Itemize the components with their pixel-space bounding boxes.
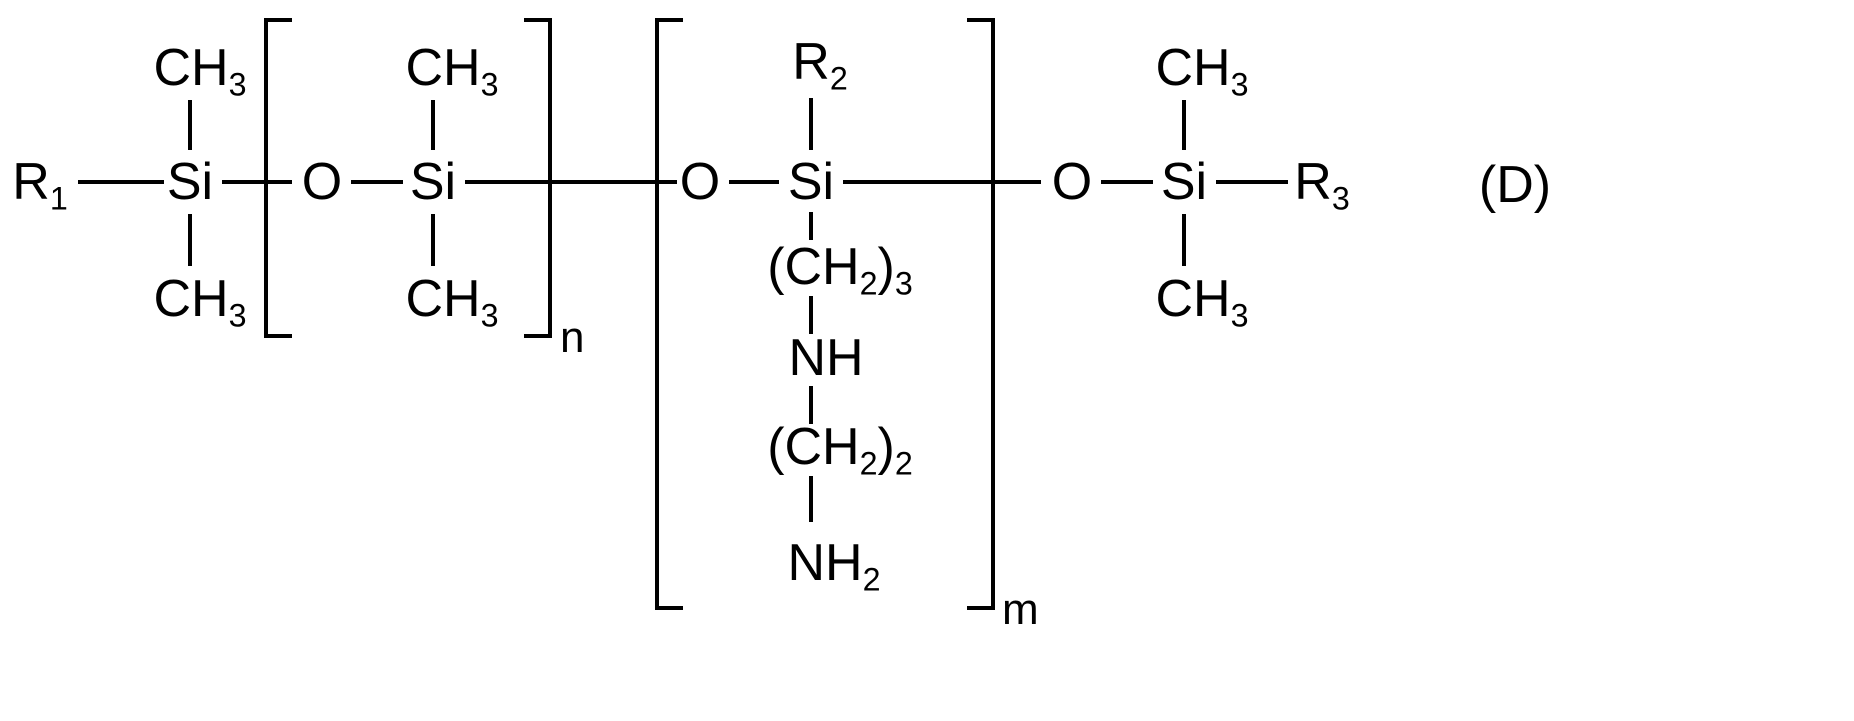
substituent-r1-label: R1 <box>12 153 68 217</box>
substituent-r2-label: R2 <box>792 33 848 97</box>
bond-si1-ch3-bottom <box>188 214 192 266</box>
atom-si-1: Si <box>166 153 214 211</box>
bond-si3-propyl <box>809 212 813 240</box>
atom-ch3-bottom-2: CH3 <box>405 270 499 334</box>
repeat-subscript-n: n <box>560 313 585 362</box>
bond-nh-ethyl <box>809 386 813 424</box>
atom-propylene-group: (CH2)3 <box>767 238 913 302</box>
atom-ethylene-group: (CH2)2 <box>767 418 913 482</box>
bond-si2-ch3-bottom <box>431 214 435 266</box>
formula-tag-label: (D) <box>1478 156 1552 214</box>
bond-si4-ch3-bottom <box>1182 214 1186 266</box>
atom-o-3: O <box>1051 153 1093 211</box>
bond-o1-si2 <box>351 180 403 184</box>
bracket-n-right <box>524 18 552 338</box>
bond-si3-r2 <box>809 98 813 150</box>
atom-si-2: Si <box>409 153 457 211</box>
atom-nh-secondary-amine: NH <box>788 329 864 387</box>
bond-si1-o1 <box>222 180 292 184</box>
atom-si-3: Si <box>787 153 835 211</box>
atom-ch3-top-2: CH3 <box>405 39 499 103</box>
bond-si2-ch3-top <box>431 100 435 150</box>
atom-o-1: O <box>301 153 343 211</box>
atom-ch3-bottom-1: CH3 <box>153 270 247 334</box>
bracket-n-left <box>264 18 292 338</box>
bond-o2-si3 <box>729 180 779 184</box>
bond-propyl-nh <box>809 296 813 334</box>
bond-si4-r3 <box>1216 180 1288 184</box>
atom-ch3-top-1: CH3 <box>153 39 247 103</box>
atom-nh2-terminal-amine: NH2 <box>787 534 881 598</box>
substituent-r3-label: R3 <box>1294 153 1350 217</box>
bracket-m-right <box>967 18 995 610</box>
bond-o3-si4 <box>1101 180 1153 184</box>
bond-r1-si1 <box>78 180 164 184</box>
repeat-subscript-m: m <box>1002 585 1039 634</box>
atom-ch3-bottom-4: CH3 <box>1155 270 1249 334</box>
atom-ch3-top-4: CH3 <box>1155 39 1249 103</box>
atom-o-2: O <box>679 153 721 211</box>
bond-ethyl-nh2 <box>809 476 813 522</box>
bracket-m-left <box>655 18 683 610</box>
bond-si4-ch3-top <box>1182 100 1186 150</box>
bond-si3-o3 <box>843 180 1041 184</box>
bond-si1-ch3-top <box>188 100 192 150</box>
bond-si2-o2 <box>465 180 677 184</box>
atom-si-4: Si <box>1160 153 1208 211</box>
